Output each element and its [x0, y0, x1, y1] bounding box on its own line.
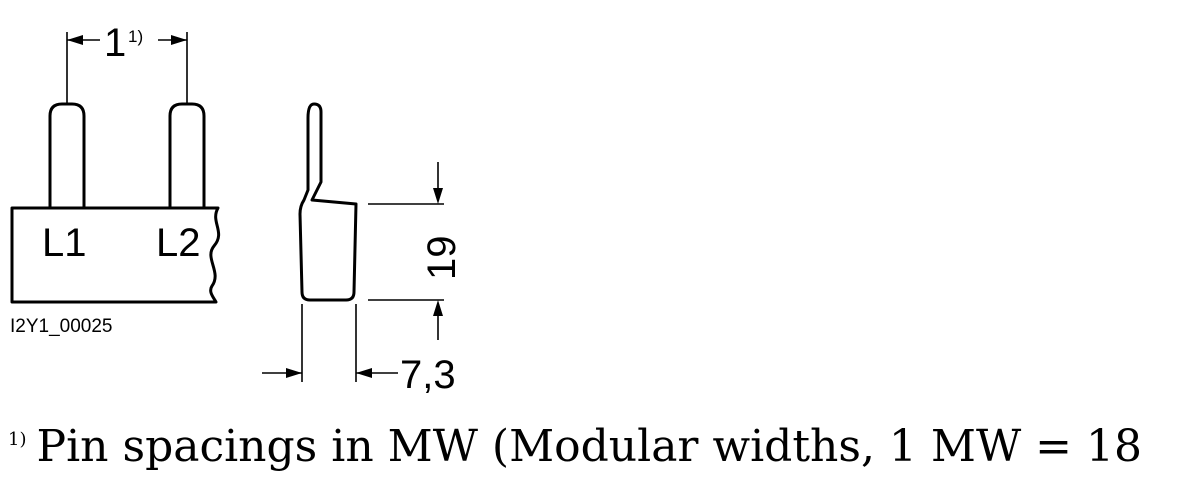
pin-label-l2: L2 [156, 221, 201, 265]
width-dimension [262, 304, 398, 382]
footnote: 1)Pin spacings in MW (Modular widths, 1 … [8, 425, 1142, 469]
height-dimension [368, 162, 444, 340]
height-value-label: 19 [420, 236, 464, 281]
footnote-text: Pin spacings in MW (Modular widths, 1 MW… [36, 421, 1143, 472]
busbar-body [10, 206, 221, 304]
drawing-id-label: I2Y1_00025 [10, 316, 113, 337]
pin-spacing-dimension [66, 32, 188, 104]
busbar-front-view [10, 102, 221, 304]
pin-l1 [48, 102, 86, 210]
pin-l2 [168, 102, 206, 210]
width-value-label: 7,3 [400, 353, 456, 397]
pin-label-l1: L1 [42, 221, 87, 265]
spacing-footnote-ref: 1) [128, 27, 143, 46]
footnote-ref: 1) [8, 428, 27, 450]
spacing-value-label: 1 [104, 21, 126, 65]
busbar-side-view [298, 102, 358, 302]
side-profile [298, 102, 358, 302]
